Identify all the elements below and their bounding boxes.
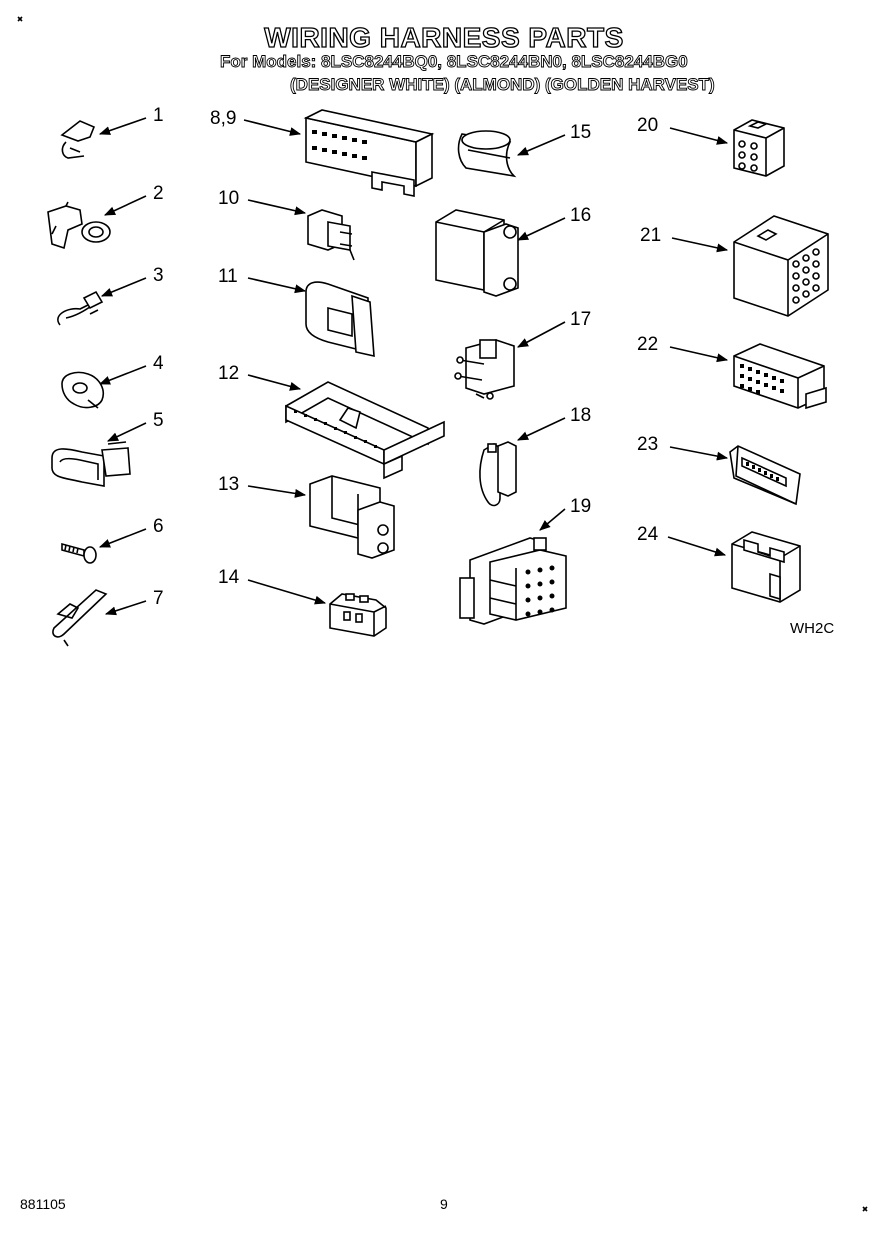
ring-clip-icon: [61, 371, 104, 409]
part-label-24: 24: [637, 524, 659, 545]
part-label-11: 11: [218, 266, 238, 287]
part-label-1: 1: [153, 105, 164, 126]
part-label-23: 23: [637, 434, 659, 455]
pin-connector-icon: [454, 339, 515, 400]
part-label-20: 20: [637, 115, 659, 136]
part-label-16: 16: [570, 205, 592, 226]
retainer-icon: [52, 589, 108, 647]
part-label-6: 6: [153, 516, 164, 537]
terminal-strip-icon: [285, 381, 445, 480]
corner-mark-icon: [17, 16, 868, 1212]
leader-arrows: [98, 117, 729, 616]
edge-connector-icon: [729, 445, 801, 506]
part-label-21: 21: [640, 225, 662, 246]
two-way-plug-icon: [435, 209, 519, 297]
part-label-14: 14: [218, 567, 240, 588]
part-label-10: 10: [218, 188, 240, 209]
part-label-3: 3: [153, 265, 164, 286]
part-label-8-9: 8,9: [210, 108, 237, 129]
page-number: 9: [440, 1196, 448, 1212]
twelve-way-connector-icon: [459, 537, 567, 625]
part-label-2: 2: [153, 183, 164, 204]
page-title: WIRING HARNESS PARTS: [264, 21, 624, 53]
part-label-12: 12: [218, 363, 240, 384]
part-label-22: 22: [637, 334, 659, 355]
wire-clip-icon: [57, 290, 104, 326]
part-label-17: 17: [570, 309, 592, 330]
strap-clamp-icon: [51, 441, 131, 487]
small-connector-icon: [307, 209, 355, 261]
block-connector-icon: [733, 343, 827, 410]
part-label-13: 13: [218, 474, 240, 495]
cable-clamp-icon: [47, 201, 111, 250]
part-label-7: 7: [153, 588, 164, 609]
diagram-code: WH2C: [790, 620, 835, 637]
screw-icon: [61, 542, 97, 564]
part-label-18: 18: [570, 405, 592, 426]
part-label-5: 5: [153, 410, 164, 431]
u-block-icon: [731, 531, 801, 603]
colors-line: (DESIGNER WHITE) (ALMOND) (GOLDEN HARVES…: [290, 75, 716, 95]
clip-icon: [60, 120, 96, 159]
housing-icon: [305, 281, 375, 358]
models-line: For Models: 8LSC8244BQ0, 8LSC8244BN0, 8L…: [220, 52, 689, 72]
four-way-plug-icon: [329, 593, 387, 637]
bracket-connector-icon: [479, 441, 517, 507]
part-label-19: 19: [570, 496, 592, 517]
twelve-way-plug-icon: [733, 215, 829, 317]
part-label-15: 15: [570, 122, 592, 143]
multi-pin-connector-icon: [303, 109, 435, 197]
two-way-housing-icon: [309, 475, 395, 559]
six-way-plug-icon: [733, 119, 785, 177]
document-number: 881105: [20, 1196, 66, 1212]
part-label-4: 4: [153, 353, 164, 374]
sleeve-icon: [457, 130, 517, 178]
